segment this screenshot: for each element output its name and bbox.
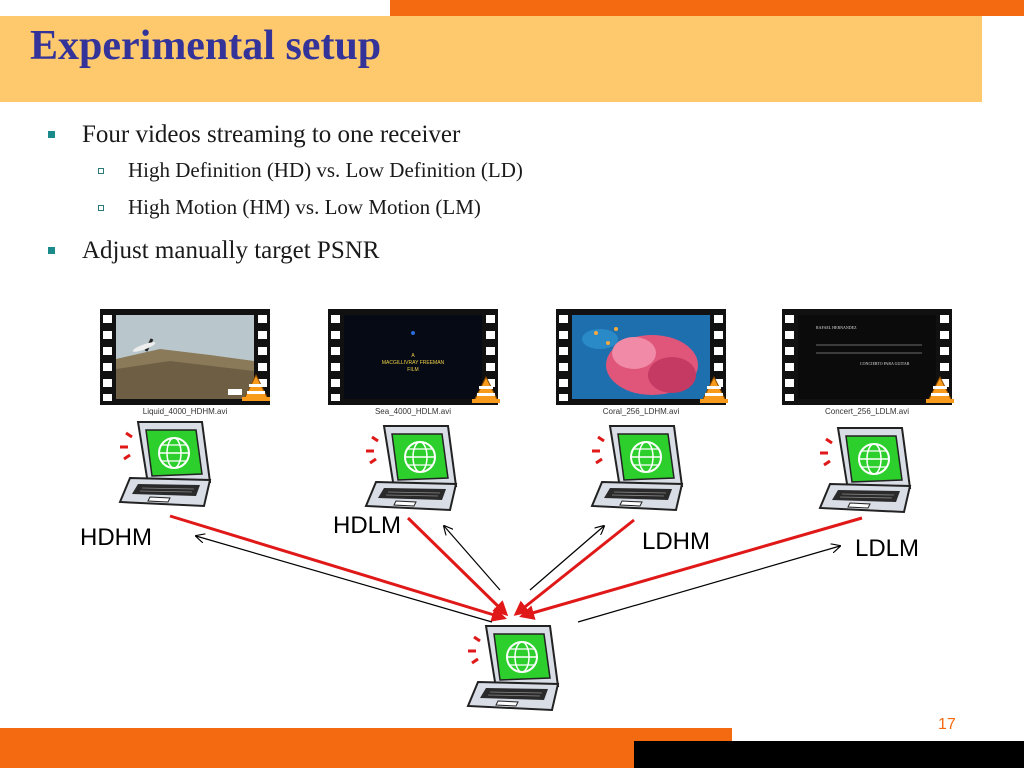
frame-text: FILM xyxy=(407,367,418,373)
red-arrow-ldhm xyxy=(513,518,635,616)
sender-label-ldlm: LDLM xyxy=(855,535,920,562)
laptop-sender-hdhm-icon xyxy=(118,420,212,508)
black-arrow-hdlm xyxy=(444,526,501,591)
frame-text: RAFAEL HERNANDEZ xyxy=(816,325,857,330)
sender-label-ldhm: LDHM xyxy=(642,528,711,555)
video-caption: Concert_256_LDLM.avi xyxy=(824,407,910,416)
video-thumbnail-liquid xyxy=(100,309,271,405)
laptop-sender-ldlm-icon xyxy=(818,426,912,514)
bullet-item: Four videos streaming to one receiver xyxy=(48,118,748,152)
slide-title: Experimental setup xyxy=(30,23,382,69)
bullet-list: Four videos streaming to one receiver Hi… xyxy=(48,118,748,268)
frame-text: A xyxy=(411,353,415,359)
sub-bullet-item: High Definition (HD) vs. Low Definition … xyxy=(48,152,748,189)
black-arrow-ldhm xyxy=(529,526,604,591)
square-bullet-icon xyxy=(48,247,55,254)
frame-text: CONCIERTO PARA GUITAR xyxy=(860,361,910,366)
video-thumbnail-coral xyxy=(556,309,728,405)
sub-bullet-item: High Motion (HM) vs. Low Motion (LM) xyxy=(48,189,748,226)
frame-text: MACGILLIVRAY FREEMAN xyxy=(382,360,445,366)
sender-label-hdhm: HDHM xyxy=(80,524,152,551)
video-caption: Liquid_4000_HDHM.avi xyxy=(142,407,228,416)
bottom-accent-bar xyxy=(0,728,732,768)
laptop-receiver-icon xyxy=(466,624,560,712)
black-arrow-ldlm xyxy=(577,546,840,623)
red-arrow-ldlm xyxy=(519,516,863,620)
laptop-sender-ldhm-icon xyxy=(590,424,684,512)
sender-label-hdlm: HDLM xyxy=(333,512,402,539)
video-thumbnail-concert: RAFAEL HERNANDEZ CONCIERTO PARA GUITAR xyxy=(782,309,954,405)
video-thumbnail-sea: A MACGILLIVRAY FREEMAN FILM xyxy=(328,309,500,405)
page-number: 17 xyxy=(938,716,956,733)
black-arrow-hdhm xyxy=(196,536,493,623)
video-caption: Sea_4000_HDLM.avi xyxy=(374,407,452,416)
title-band xyxy=(0,16,982,102)
red-arrow-hdhm xyxy=(169,514,507,622)
hollow-square-bullet-icon xyxy=(98,205,104,211)
hollow-square-bullet-icon xyxy=(98,168,104,174)
laptop-sender-hdlm-icon xyxy=(364,424,458,512)
top-accent-stripe xyxy=(390,0,1024,16)
bullet-item: Adjust manually target PSNR xyxy=(48,234,748,268)
square-bullet-icon xyxy=(48,131,55,138)
red-arrow-hdlm xyxy=(406,516,509,617)
bottom-black-bar xyxy=(634,741,1024,768)
video-caption: Coral_256_LDHM.avi xyxy=(602,407,680,416)
